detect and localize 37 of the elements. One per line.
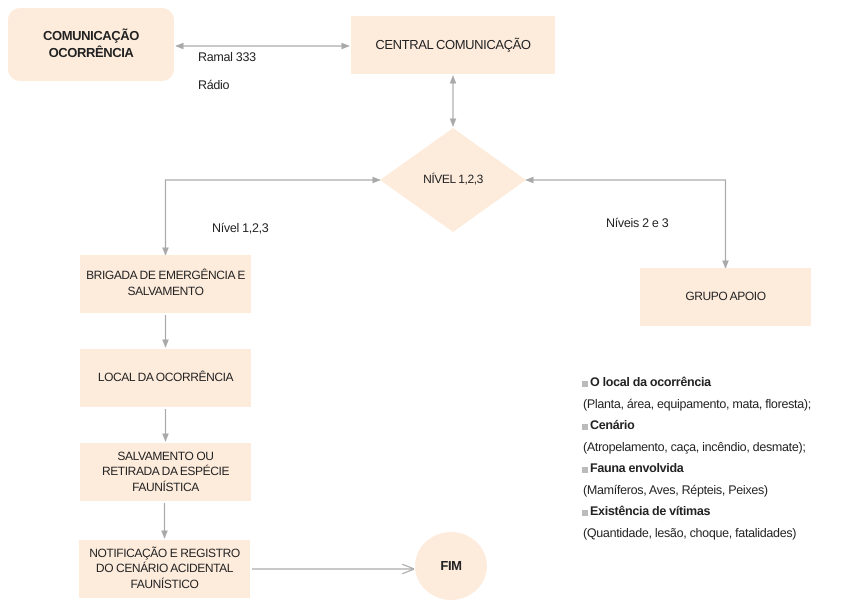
node-text: NOTIFICAÇÃO E REGISTRO DO CENÁRIO ACIDENTAL FAUNÍSTICO [88, 546, 241, 592]
arrow [162, 409, 169, 442]
list-heading: Fauna envolvida [590, 461, 684, 475]
list-heading: Existência de vítimas [590, 504, 710, 518]
arrow [525, 176, 729, 269]
process-box [80, 349, 251, 407]
list-text: (Quantidade, lesão, choque, fatalidades) [583, 526, 796, 540]
arrow [450, 75, 456, 127]
list-text: (Atropelamento, caça, incêndio, desmate); [583, 440, 806, 454]
arrow [161, 503, 168, 539]
flow-label: Rádio [198, 78, 230, 92]
process-box [640, 268, 811, 326]
decision-diamond [380, 128, 526, 232]
arrow [252, 564, 415, 574]
flow-label: Ramal 333 [198, 50, 256, 64]
node-text: GRUPO APOIO [685, 289, 766, 305]
arrow [162, 315, 169, 348]
node-text: COMUNICAÇÃO OCORRÊNCIA [42, 28, 140, 62]
start-box [8, 8, 174, 81]
process-box [79, 540, 250, 598]
node-text: SALVAMENTO OU RETIRADA DA ESPÉCIE FAUNÍSTICA [100, 448, 230, 496]
arrow [175, 42, 350, 50]
flow-label: Nível 1,2,3 [212, 221, 268, 235]
process-box [80, 255, 251, 313]
process-box [80, 443, 251, 501]
list-heading: O local da ocorrência [590, 375, 711, 389]
flow-label: Níveis 2 e 3 [606, 216, 668, 230]
node-text: LOCAL DA OCORRÊNCIA [98, 370, 234, 386]
process-box [351, 16, 555, 74]
list-text: (Mamíferos, Aves, Répteis, Peixes) [583, 482, 768, 496]
list-heading: Cenário [590, 418, 634, 432]
node-text: NÍVEL 1,2,3 [423, 172, 483, 188]
arrow [162, 176, 381, 256]
node-text: CENTRAL COMUNICAÇÃO [375, 36, 531, 54]
list-text: (Planta, área, equipamento, mata, floresta); [583, 396, 811, 410]
node-text: BRIGADA DE EMERGÊNCIA E SALVAMENTO [85, 268, 246, 300]
node-text: FIM [440, 558, 462, 574]
